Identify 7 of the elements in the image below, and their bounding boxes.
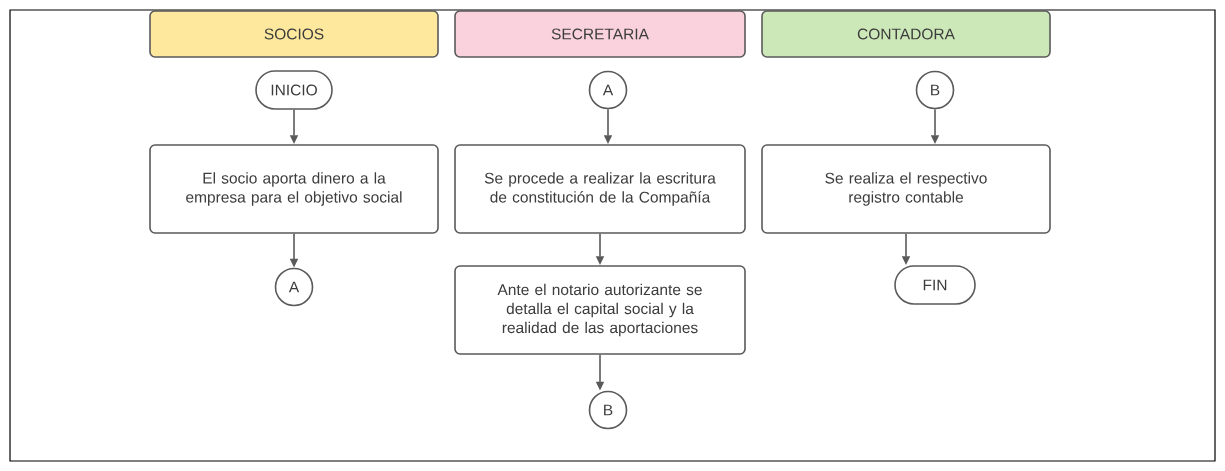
process-box: Se realiza el respectivo registro contable (761, 144, 1051, 234)
lane-header: CONTADORA (761, 10, 1051, 58)
lane-header: SECRETARIA (454, 10, 746, 58)
process-box: Se procede a realizar la escritura de constitución de la Compañía (454, 144, 746, 234)
process-box: El socio aporta dinero a la empresa para el objetivo social (149, 144, 439, 234)
lane-header: SOCIOS (149, 10, 439, 58)
process-box: Ante el notario autorizante se detalla el capital social y la realidad de las aportaciones (454, 265, 746, 355)
